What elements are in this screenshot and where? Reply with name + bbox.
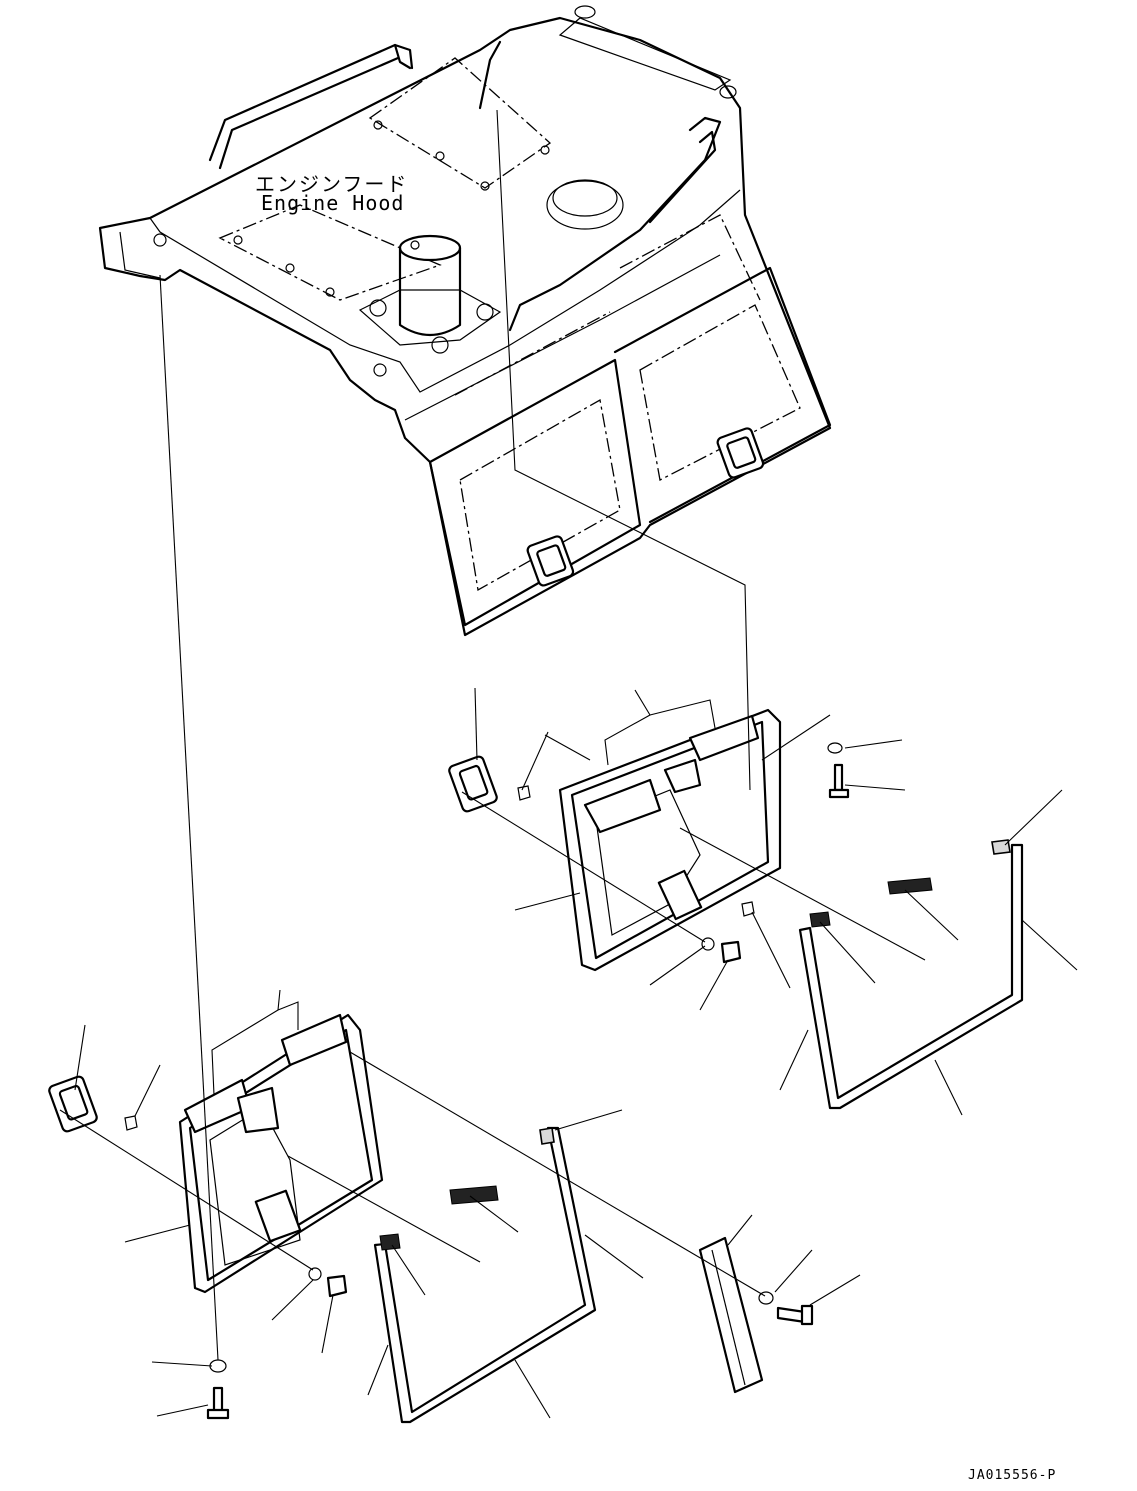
- engine-hood-label-en: Engine Hood: [261, 191, 405, 215]
- left-door-group: [48, 1013, 814, 1424]
- leader-lines: [59, 109, 1078, 1419]
- engine-hood-assembly: [98, 5, 832, 637]
- right-door-group: [448, 708, 1024, 1110]
- engine-hood-label-jp: エンジンフード: [255, 172, 409, 196]
- drawing-number: JA015556-P: [968, 1468, 1057, 1483]
